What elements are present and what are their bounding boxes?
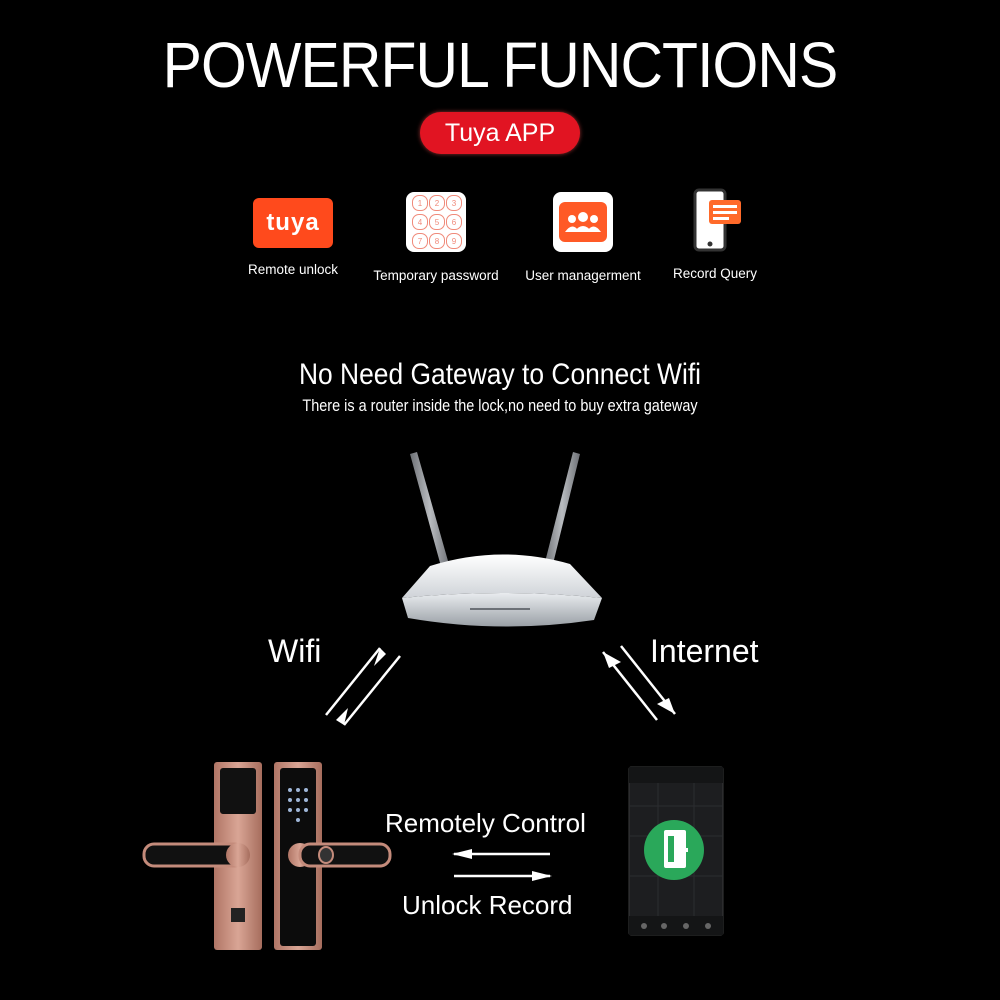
keypad-key: 6 <box>446 214 462 230</box>
smart-lock-image <box>142 762 392 950</box>
keypad-key: 4 <box>412 214 428 230</box>
tuya-logo-icon: tuya <box>253 198 333 248</box>
feature-user-management: User managerment <box>508 192 658 283</box>
feature-label: User managerment <box>525 268 641 283</box>
users-glyph <box>565 212 601 232</box>
keypad-key: 2 <box>429 195 445 211</box>
internet-arrows-icon <box>602 645 676 721</box>
feature-label: Remote unlock <box>247 262 339 277</box>
tuya-app-badge: Tuya APP <box>420 112 580 154</box>
section-subheading: There is a router inside the lock,no nee… <box>302 396 698 415</box>
wifi-label: Wifi <box>268 633 322 669</box>
users-group-icon <box>553 192 613 252</box>
keypad-key: 3 <box>446 195 462 211</box>
keypad-key: 9 <box>446 233 462 249</box>
feature-remote-unlock: tuya Remote unlock <box>218 198 368 277</box>
tuya-logo-text: tuya <box>266 209 320 236</box>
phone-records-icon <box>685 188 745 254</box>
control-arrows-icon <box>452 849 552 881</box>
keypad-key: 1 <box>412 195 428 211</box>
remote-control-label: Remotely Control <box>385 808 586 838</box>
router-image <box>402 452 602 627</box>
feature-label: Record Query <box>672 266 758 281</box>
section-heading: No Need Gateway to Connect Wifi <box>298 358 702 391</box>
keypad-key: 5 <box>429 214 445 230</box>
feature-temporary-password: 1 2 3 4 5 6 7 8 9 Temporary password <box>361 192 511 283</box>
feature-record-query: Record Query <box>640 188 790 281</box>
keypad-key: 7 <box>412 233 428 249</box>
internet-label: Internet <box>650 633 759 669</box>
feature-label: Temporary password <box>373 268 499 283</box>
unlock-record-label: Unlock Record <box>402 890 573 920</box>
keypad-icon: 1 2 3 4 5 6 7 8 9 <box>406 192 466 252</box>
wifi-arrows-icon <box>325 647 401 726</box>
keypad-key: 8 <box>429 233 445 249</box>
page-title: POWERFUL FUNCTIONS <box>162 29 839 101</box>
phone-records-glyph <box>693 188 741 252</box>
phone-app-image <box>628 766 724 936</box>
